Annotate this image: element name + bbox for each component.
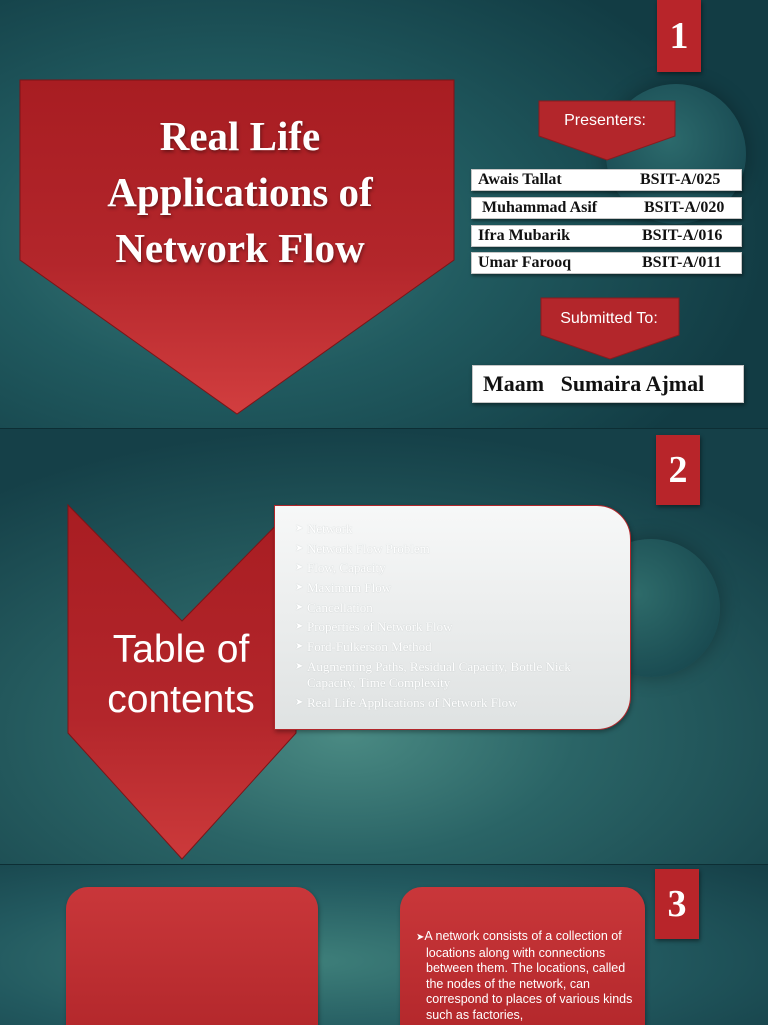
toc-heading: Table of contents [107,628,255,721]
content-body: A network consists of a collection of lo… [424,929,633,1022]
slide-3: 3 ➤A network consists of a collection of… [0,864,768,1025]
content-panel: ➤A network consists of a collection of l… [400,887,645,1025]
slide-number: 1 [657,0,701,72]
slide-1: 1 Real Life Applications of Network Flow… [0,0,768,428]
supervisor-name: Maam Sumaira Ajmal [472,365,744,403]
presentation-title: Real Life Applications of Network Flow [107,113,373,271]
presenter-id: BSIT-A/025 [640,171,721,188]
arrowhead-bullet-icon: ➤ [295,660,304,672]
presenter-row: Awais Tallat BSIT-A/025 [471,169,742,191]
arrowhead-bullet-icon: ➤ [295,601,304,613]
toc-item: ➤Flow, Capacity [295,560,386,576]
presenter-id: BSIT-A/016 [642,227,723,244]
toc-item: ➤Network [295,521,353,536]
presenter-row: Ifra Mubarik BSIT-A/016 [471,225,742,247]
toc-item: ➤Real Life Applications of Network Flow [295,694,518,710]
toc-item: ➤Maximum Flow [295,580,392,596]
title-banner [19,79,455,415]
toc-item: ➤Augmenting Paths, Residual Capacity, Bo… [295,658,571,690]
toc-chevron [67,503,297,860]
toc-item: ➤Ford-Fulkerson Method [295,639,432,655]
presenter-id: BSIT-A/011 [642,254,722,271]
presenter-row: Muhammad Asif BSIT-A/020 [471,197,742,219]
arrowhead-bullet-icon: ➤ [295,542,304,554]
toc-panel: ➤Network ➤Network Flow Problem ➤Flow, Ca… [274,505,631,730]
toc-item: ➤Cancellation [295,599,373,615]
arrowhead-bullet-icon: ➤ [295,562,304,574]
toc-item: ➤Network Flow Problem [295,540,430,556]
toc-list: ➤Network ➤Network Flow Problem ➤Flow, Ca… [295,521,607,714]
arrowhead-bullet-icon: ➤ [295,621,304,633]
arrowhead-bullet-icon: ➤ [295,582,304,594]
arrowhead-bullet-icon: ➤ [416,932,425,943]
presenter-name: Ifra Mubarik [478,227,570,244]
arrowhead-bullet-icon: ➤ [295,523,304,534]
content-text: ➤A network consists of a collection of l… [416,929,646,1023]
presenter-id: BSIT-A/020 [644,199,725,216]
slide-number: 3 [655,869,699,939]
submitted-label: Submitted To: [560,310,658,327]
presenters-label: Presenters: [564,112,646,129]
presenter-row: Umar Farooq BSIT-A/011 [471,252,742,274]
presenters-banner [538,100,676,161]
slide-number: 2 [656,435,700,505]
submitted-banner [540,297,680,360]
presenter-name: Umar Farooq [478,254,572,271]
section-title-panel [66,887,318,1025]
toc-item: ➤Properties of Network Flow [295,619,453,635]
presenter-name: Awais Tallat [478,171,562,188]
presenter-name: Muhammad Asif [478,199,598,216]
arrowhead-bullet-icon: ➤ [295,641,304,653]
arrowhead-bullet-icon: ➤ [295,696,304,708]
slide-2: 2 ➤Network ➤Network Flow Problem ➤Flow, … [0,428,768,865]
